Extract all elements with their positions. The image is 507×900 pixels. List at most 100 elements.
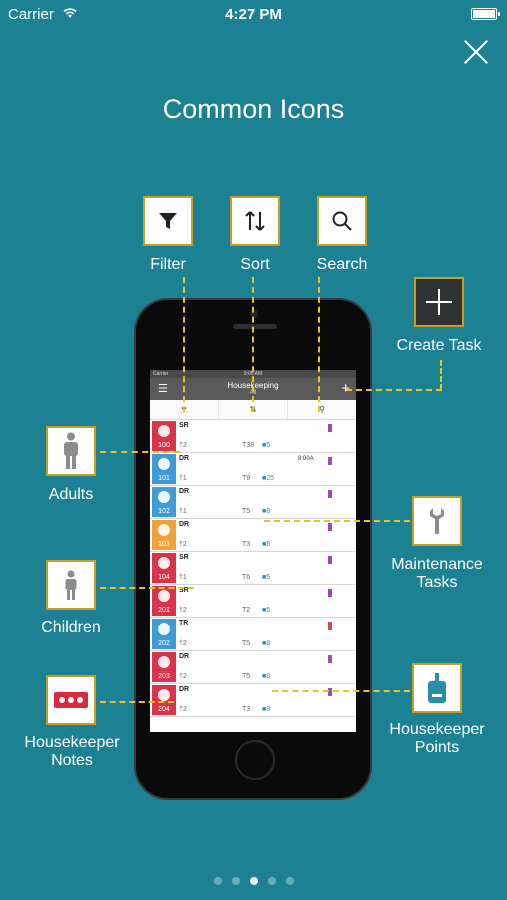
search-connector	[318, 277, 320, 412]
page-dot[interactable]	[213, 877, 222, 885]
maintenance-count: T38	[242, 442, 255, 449]
page-title: Common Icons	[162, 94, 345, 124]
points-count: ■5	[262, 607, 271, 614]
battery-icon	[471, 8, 500, 20]
note-marker	[328, 424, 332, 432]
points-count: ■8	[262, 706, 271, 713]
points-connector	[272, 690, 410, 692]
adults-count: †2	[179, 442, 187, 449]
note-marker	[328, 622, 332, 630]
notes-connector	[100, 701, 174, 703]
page-dot[interactable]	[249, 877, 258, 885]
room-status-icon	[158, 656, 170, 668]
page-dot[interactable]	[285, 877, 294, 885]
points-count: ■5	[262, 442, 271, 449]
room-row[interactable]: 102 DR †1 T5 ■8	[150, 486, 356, 519]
room-status-icon	[158, 623, 170, 635]
points-count: ■8	[262, 640, 271, 647]
adult-icon	[46, 426, 96, 476]
sort-icon	[230, 196, 280, 246]
adults-count: †2	[179, 706, 187, 713]
page-dot[interactable]	[267, 877, 276, 885]
carrier-label: Carrier	[8, 6, 54, 23]
maintenance-tasks-label: Maintenance Tasks	[391, 556, 483, 591]
room-badge: 203	[152, 652, 176, 682]
phone-screen: Carrier 9:05 AM ☰ Housekeeping All + ▼ ⇅…	[150, 370, 356, 732]
room-row[interactable]: 202 TR †2 T5 ■8	[150, 618, 356, 651]
room-row[interactable]: 204 DR †2 T3 ■8	[150, 684, 356, 717]
room-row[interactable]: 201 SR †2 T2 ■5	[150, 585, 356, 618]
room-badge: 104	[152, 553, 176, 583]
create-task-connector-h	[346, 389, 442, 391]
note-marker	[328, 655, 332, 663]
room-status-icon	[158, 491, 170, 503]
adults-count: †2	[179, 640, 187, 647]
room-type: DR	[179, 488, 190, 495]
maintenance-count: T3	[242, 706, 251, 713]
note-marker	[328, 523, 332, 531]
housekeeper-points-icon	[412, 663, 462, 713]
room-time: 8:00A	[298, 456, 314, 462]
search-label: Search	[316, 256, 368, 273]
room-badge: 202	[152, 619, 176, 649]
page-dot[interactable]	[231, 877, 240, 885]
note-marker	[328, 490, 332, 498]
filter-connector	[183, 277, 185, 412]
phone-camera	[250, 310, 258, 318]
room-type: TR	[179, 620, 189, 627]
room-row[interactable]: 203 DR †2 T5 ■8	[150, 651, 356, 684]
room-row[interactable]: 103 DR †2 T3 ■8	[150, 519, 356, 552]
plus-icon	[414, 277, 464, 327]
maintenance-count: T6	[242, 574, 251, 581]
room-status-icon	[158, 590, 170, 602]
room-row[interactable]: 104 SR †1 T6 ■5	[150, 552, 356, 585]
housekeeper-notes-label: Housekeeper Notes	[24, 734, 120, 769]
room-status-icon	[158, 689, 170, 701]
room-number: 203	[158, 673, 170, 680]
status-bar: Carrier 4:27 PM	[0, 0, 507, 28]
room-number: 202	[158, 640, 170, 647]
maintenance-count: T5	[242, 673, 251, 680]
child-icon	[46, 560, 96, 610]
room-badge: 204	[152, 685, 176, 715]
menu-icon[interactable]: ☰	[158, 383, 168, 395]
close-icon[interactable]	[462, 38, 490, 66]
room-badge: 101	[152, 454, 176, 484]
note-marker	[328, 556, 332, 564]
room-status-icon	[158, 425, 170, 437]
filter-icon	[143, 196, 193, 246]
page-indicator[interactable]	[0, 872, 507, 890]
adults-count: †2	[179, 607, 187, 614]
room-type: SR	[179, 422, 189, 429]
create-task-connector-v	[440, 360, 442, 390]
room-badge: 103	[152, 520, 176, 550]
room-number: 204	[158, 706, 170, 713]
adults-count: †1	[179, 574, 187, 581]
toolbar-search-icon[interactable]: ⚲	[319, 405, 325, 414]
housekeeper-points-label: Housekeeper Points	[389, 721, 485, 756]
note-marker	[328, 589, 332, 597]
note-marker	[328, 688, 332, 696]
sort-connector	[252, 277, 254, 412]
maintenance-count: T2	[242, 607, 251, 614]
room-number: 102	[158, 508, 170, 515]
phone-speaker	[233, 324, 277, 329]
points-count: ■25	[262, 475, 275, 482]
room-type: DR	[179, 686, 190, 693]
adults-count: †1	[179, 508, 187, 515]
children-label: Children	[41, 619, 101, 636]
wrench-icon	[412, 496, 462, 546]
room-row[interactable]: 101 DR †1 T9 ■25 8:00A	[150, 453, 356, 486]
children-connector	[100, 587, 194, 589]
room-badge: 201	[152, 586, 176, 616]
home-button[interactable]	[235, 740, 275, 780]
wifi-icon	[62, 6, 78, 23]
points-count: ■8	[262, 541, 271, 548]
app-carrier: Carrier	[153, 371, 169, 377]
room-row[interactable]: 100 SR †2 T38 ■5	[150, 420, 356, 453]
room-number: 101	[158, 475, 170, 482]
maintenance-count: T5	[242, 640, 251, 647]
room-type: SR	[179, 587, 189, 594]
room-status-icon	[158, 458, 170, 470]
create-task-button[interactable]: +	[341, 380, 350, 397]
